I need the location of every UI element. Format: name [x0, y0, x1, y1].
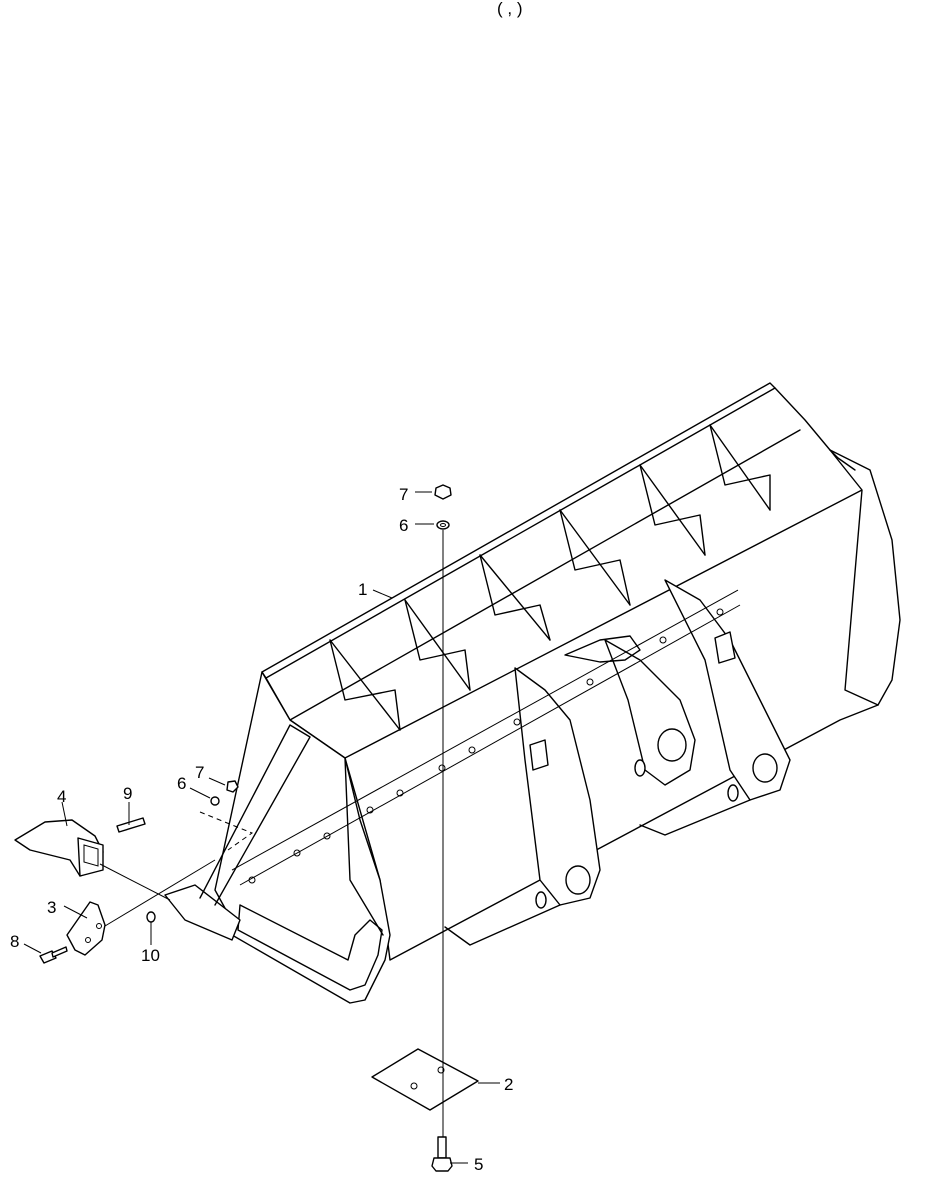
tooth-pin: [116, 817, 146, 833]
callout-5: 5: [474, 1155, 483, 1174]
top-nut: [434, 484, 452, 500]
nut-7-small: [226, 780, 239, 793]
washer-10: [146, 911, 156, 923]
callout-7-tooth: 7: [195, 763, 204, 782]
callout-4: 4: [57, 787, 66, 806]
callout-9: 9: [123, 784, 132, 803]
wear-plate: [371, 1048, 479, 1111]
washer-6-small: [210, 796, 220, 806]
callout-6-top: 6: [399, 516, 408, 535]
callout-8: 8: [10, 932, 19, 951]
callout-7-top: 7: [399, 485, 408, 504]
callout-3: 3: [47, 898, 56, 917]
header-fragment: ( , ): [497, 0, 523, 18]
cutter-bolt: [39, 946, 68, 964]
top-washer: [436, 520, 450, 530]
bucket-body: [164, 382, 901, 1004]
callout-labels: 1 2 3 4 5 6 6 7 7 8 9 10: [10, 485, 513, 1174]
tooth-adapter: [14, 819, 104, 877]
plate-bolt: [431, 1136, 453, 1172]
callout-1: 1: [358, 580, 367, 599]
callout-6-tooth: 6: [177, 774, 186, 793]
side-cutter: [66, 901, 106, 956]
callout-10: 10: [141, 946, 160, 965]
leader-lines: [23, 491, 500, 1164]
assembly-lines: [99, 530, 444, 1137]
callout-2: 2: [504, 1075, 513, 1094]
